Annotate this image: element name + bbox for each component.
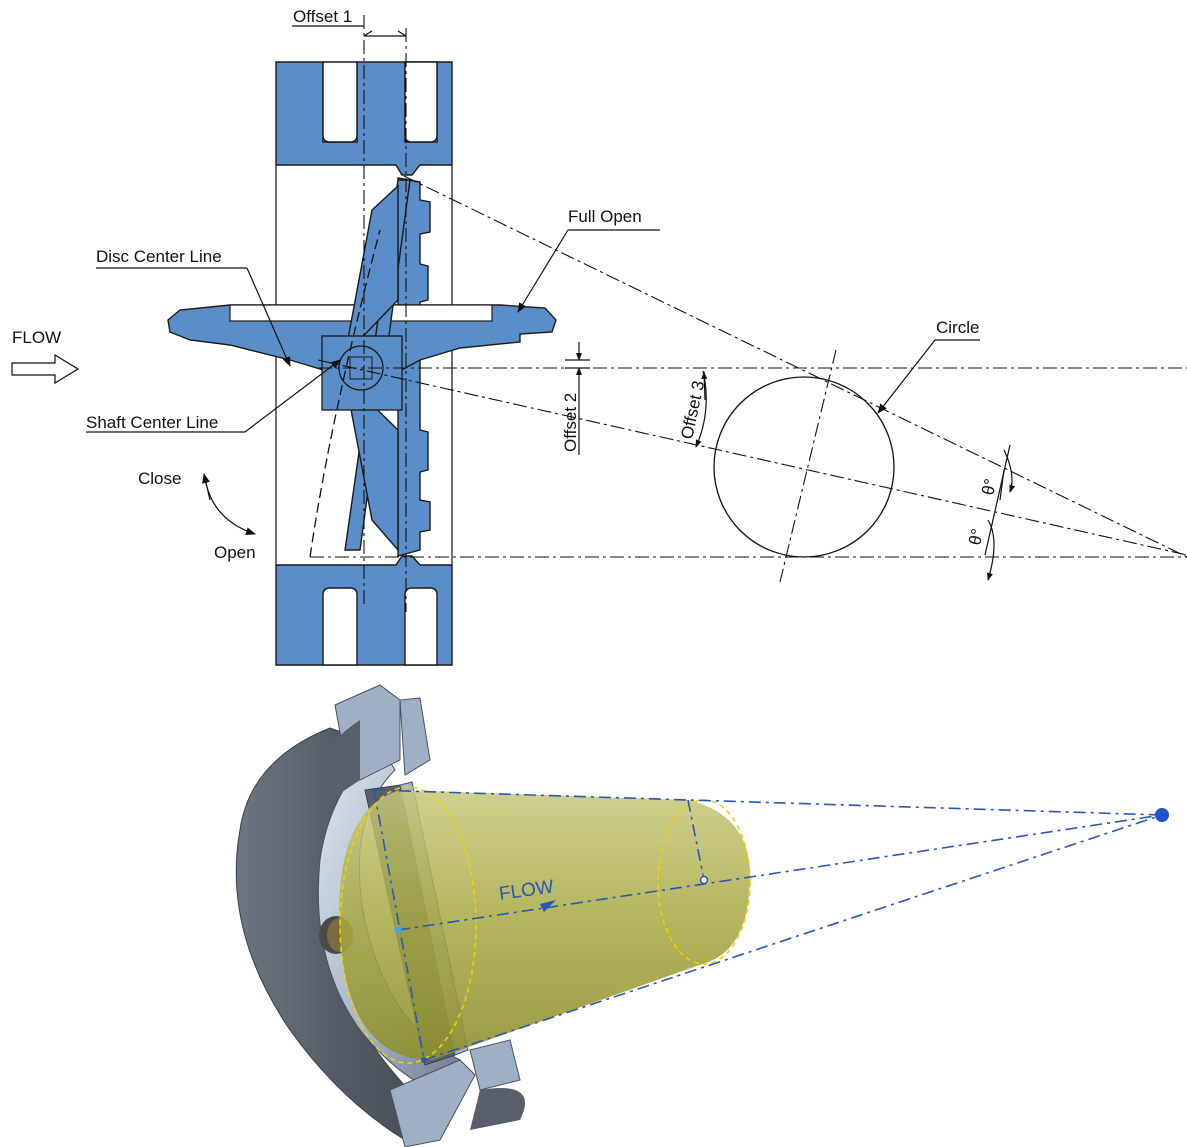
offset1-label: Offset 1	[293, 7, 352, 26]
section-drawing: Offset 1 Full Open Disc Center Line Shaf…	[11, 7, 1187, 666]
theta-upper-label: θ°	[978, 477, 1000, 497]
full-open-label: Full Open	[568, 207, 642, 226]
flow-arrow	[11, 353, 80, 385]
offset2-label: Offset 2	[561, 393, 580, 452]
seat-circle	[713, 376, 895, 558]
close-label: Close	[138, 469, 181, 488]
seat-cone-3d	[339, 790, 751, 1060]
flow-label: FLOW	[12, 328, 61, 347]
open-label: Open	[214, 543, 256, 562]
theta-lower-label: θ°	[965, 527, 987, 547]
circle-label: Circle	[936, 318, 979, 337]
offset3-label: Offset 3	[677, 379, 708, 441]
isometric-view: FLOW	[235, 684, 1169, 1147]
shaft-center-line-label: Shaft Center Line	[86, 413, 218, 432]
disc-center-line-label: Disc Center Line	[96, 247, 222, 266]
